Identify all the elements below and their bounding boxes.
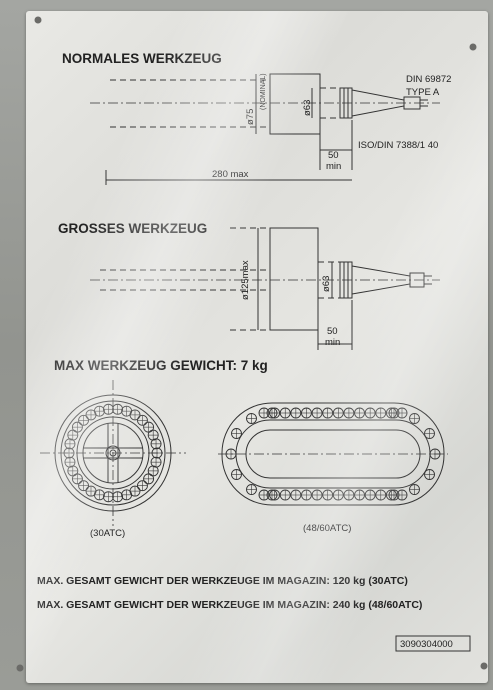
- dim-min-bottom: min: [325, 337, 340, 348]
- normal-tool-drawing: [90, 73, 440, 185]
- title-normal: NORMALES WERKZEUG: [62, 51, 222, 66]
- part-number-box: [395, 635, 471, 652]
- dia-75-note: (NOMINAL): [260, 73, 267, 110]
- mag-oval-label: (48/60ATC): [303, 523, 351, 534]
- norm-type: TYPE A: [406, 87, 440, 98]
- dim-50-bottom: 50: [327, 326, 338, 337]
- max-weight: MAX WERKZEUG GEWICHT: 7 kg: [54, 358, 268, 373]
- dia-63-top: ø63: [302, 100, 313, 116]
- norm-iso: ISO/DIN 7388/1 40: [358, 140, 438, 151]
- info-plate: [26, 11, 488, 683]
- large-tool-drawing: [90, 227, 440, 350]
- total-weight-30atc: MAX. GESAMT GEWICHT DER WERKZEUGE IM MAG…: [37, 575, 408, 587]
- round-magazine-drawing: [40, 380, 186, 526]
- dia-125: ø125max: [240, 260, 251, 300]
- oval-magazine-pockets: [225, 407, 441, 501]
- round-magazine-pockets: [63, 403, 163, 503]
- dim-min-top: min: [326, 161, 341, 172]
- title-large: GROSSES WERKZEUG: [58, 221, 207, 236]
- total-weight-48-60atc: MAX. GESAMT GEWICHT DER WERKZEUGE IM MAG…: [37, 599, 422, 611]
- screw-icon: [16, 16, 488, 672]
- dim-280: 280 max: [212, 169, 249, 180]
- mag-round-label: (30ATC): [90, 528, 125, 539]
- part-number: 3090304000: [400, 639, 453, 650]
- norm-din: DIN 69872: [406, 74, 451, 85]
- dia-75: ø75: [245, 109, 256, 125]
- dia-63-bottom: ø63: [321, 276, 332, 292]
- dim-50-top: 50: [328, 150, 339, 161]
